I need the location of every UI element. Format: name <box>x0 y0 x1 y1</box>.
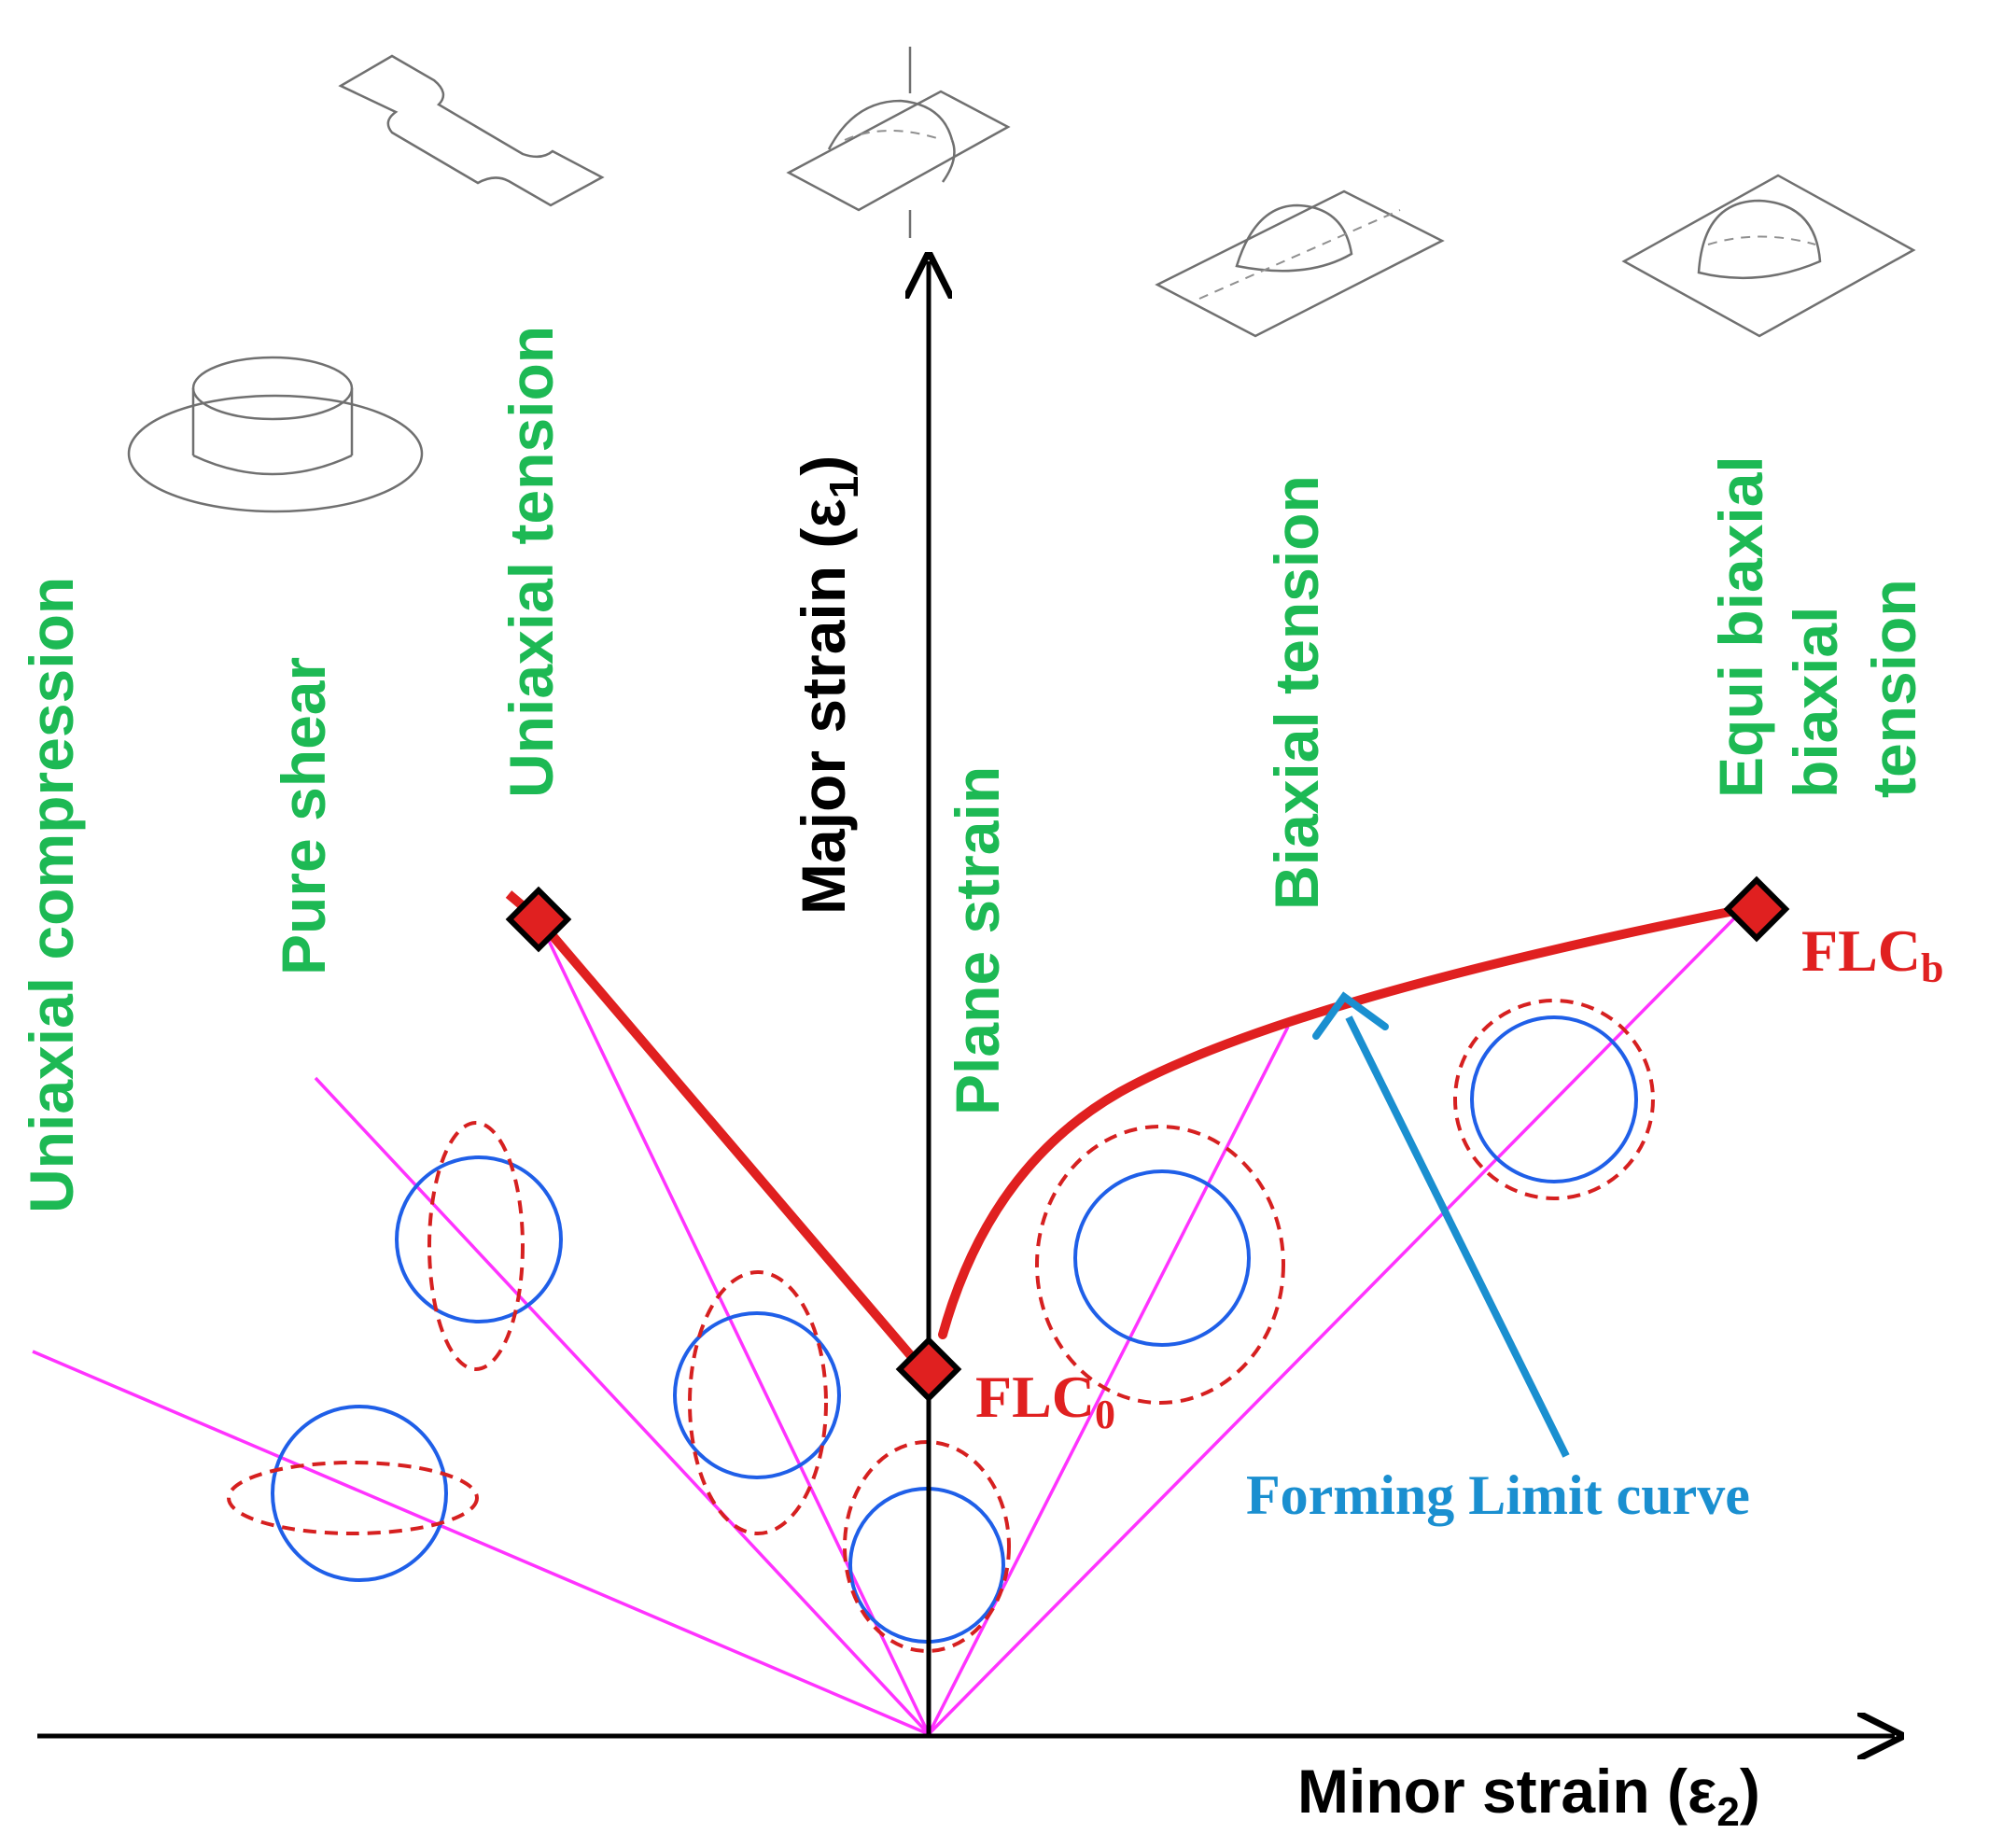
flc0-point <box>895 1336 962 1403</box>
label-equi-biaxial-line2: biaxial <box>1781 607 1850 798</box>
axes <box>37 261 1895 1736</box>
deformed-ellipse <box>227 1461 479 1535</box>
flcb-point <box>1723 875 1790 943</box>
label-equi-biaxial-line3: tension <box>1859 579 1928 798</box>
limit-points <box>505 875 1790 1403</box>
specimen-equibiaxial-icon <box>1621 174 1916 338</box>
undeformed-circle <box>1470 1015 1638 1183</box>
specimen-biaxial-icon <box>1155 189 1445 338</box>
specimen-cup-icon <box>127 356 424 513</box>
undeformed-circle <box>1073 1169 1251 1347</box>
deformed-ellipse <box>1453 999 1655 1200</box>
label-plane-strain: Plane strain <box>943 766 1012 1115</box>
flcb-label: FLCb <box>1801 917 1943 991</box>
strain-path-uniaxial-compression <box>32 1350 930 1736</box>
label-equi-biaxial-line1: Equi biaxial <box>1706 455 1775 798</box>
label-uniaxial-compression: Uniaxial compression <box>17 577 86 1213</box>
forming-limit-curve <box>505 890 1767 1380</box>
label-biaxial-tension: Biaxial tension <box>1262 475 1331 910</box>
forming-limit-curve-label: Forming Limit curve <box>1246 1464 1750 1526</box>
deformed-ellipse <box>688 1270 828 1535</box>
label-pure-shear: Pure shear <box>269 657 338 975</box>
specimen-plane-strain-icon <box>786 47 1011 238</box>
specimen-dogbone-icon <box>338 54 605 207</box>
y-axis-label: Major strain (ε1) <box>789 455 867 915</box>
deformed-ellipse <box>1035 1125 1285 1405</box>
curve-pointer-arrow <box>1312 991 1570 1458</box>
deformed-ellipse <box>427 1121 525 1371</box>
undeformed-circle <box>271 1405 448 1582</box>
strain-path-equi-biaxial <box>927 913 1740 1736</box>
x-axis-label: Minor strain (ε2) <box>1297 1757 1760 1835</box>
flc0-label: FLC0 <box>975 1364 1115 1437</box>
undeformed-circle <box>395 1155 563 1323</box>
uniaxial-limit-point <box>505 886 572 953</box>
label-uniaxial-tension: Uniaxial tension <box>497 326 566 798</box>
undeformed-circle <box>673 1311 841 1479</box>
strain-path-uniaxial-tension <box>537 918 931 1735</box>
